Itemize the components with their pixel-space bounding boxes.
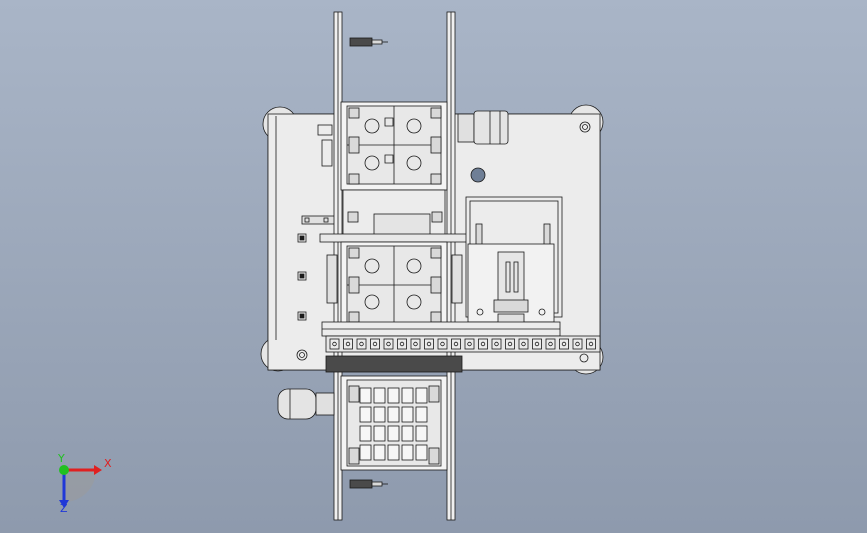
grid-tray-pocket (415, 444, 428, 461)
cable-chain-link (559, 338, 569, 350)
cable-chain-link (451, 338, 461, 350)
cable-chain-link (586, 338, 596, 350)
cable-chain-pin (534, 341, 540, 347)
middle-frame[interactable] (342, 189, 446, 239)
upper-fixture-tray[interactable] (340, 101, 448, 191)
cable-chain-link (464, 338, 475, 350)
axis-y-label: Y (57, 452, 65, 465)
cable-chain-pin (440, 341, 445, 347)
top-sensor[interactable] (349, 37, 388, 47)
cable-chain-link (572, 338, 583, 350)
cable-chain-pin (413, 341, 418, 347)
grid-tray-pocket (359, 425, 372, 442)
cable-chain-pin (588, 341, 594, 347)
cable-chain-link (424, 338, 434, 350)
coordinate-triad: Y X Z (44, 450, 124, 520)
bottom-motor[interactable] (277, 388, 335, 420)
cable-chain-link (491, 338, 502, 350)
bottom-sensor[interactable] (349, 479, 388, 489)
cable-chain-pin (332, 341, 337, 347)
cable-chain-pin (386, 341, 391, 347)
cable-chain-pin (575, 341, 580, 347)
triad-axes: Y (57, 452, 102, 508)
axis-x-arrowhead (94, 465, 102, 475)
cable-chain-pin (507, 341, 513, 347)
cable-chain-link (343, 338, 353, 350)
linear-rail[interactable] (321, 321, 561, 337)
cable-chain-link (370, 338, 380, 350)
cable-chain-link (545, 338, 556, 350)
axis-y-origin (59, 465, 69, 475)
cable-chain-link (397, 338, 407, 350)
grid-tray-pocket (373, 387, 386, 404)
top-motor[interactable] (457, 110, 509, 183)
grid-tray-pocket (401, 425, 414, 442)
cable-chain-pin (467, 341, 472, 347)
cable-chain-pin (548, 341, 553, 347)
cable-chain-link (410, 338, 421, 350)
triad-quadrant (64, 470, 96, 502)
grid-tray-pocket (415, 387, 428, 404)
grid-tray-pocket (387, 425, 400, 442)
cable-chain-pin (426, 341, 432, 347)
grid-tray-pocket (359, 406, 372, 423)
left-side-panel[interactable] (275, 116, 337, 340)
cable-chain-link (478, 338, 488, 350)
grid-tray-pocket (373, 444, 386, 461)
cable-chain-link (356, 338, 367, 350)
cross-bar[interactable] (319, 233, 479, 243)
cable-chain-pin (453, 341, 459, 347)
lower-fixture-tray[interactable] (326, 241, 463, 329)
cable-chain-pin (359, 341, 364, 347)
cable-chain-link (532, 338, 542, 350)
grid-tray-pocket (401, 406, 414, 423)
grid-tray-pocket (401, 387, 414, 404)
grid-tray-pocket (415, 425, 428, 442)
bottom-grid-tray[interactable] (340, 375, 448, 471)
grid-tray-pocket (373, 425, 386, 442)
cable-chain-link (437, 338, 448, 350)
grid-tray-pocket (359, 387, 372, 404)
cable-chain-pin (561, 341, 567, 347)
divider-strip[interactable] (325, 355, 463, 373)
axis-x-label: X (104, 457, 112, 470)
grid-tray-pocket (415, 406, 428, 423)
cable-chain-pin (480, 341, 486, 347)
cable-chain[interactable] (325, 335, 601, 353)
cable-chain-pin (399, 341, 405, 347)
grid-tray-pocket (373, 406, 386, 423)
cable-chain-pin (494, 341, 499, 347)
cable-chain-link (518, 338, 529, 350)
cable-chain-pin (372, 341, 378, 347)
grid-tray-pocket (387, 406, 400, 423)
grid-tray-pocket (401, 444, 414, 461)
cable-chain-pin (521, 341, 526, 347)
axis-z-label: Z (60, 502, 68, 515)
cable-chain-pin (345, 341, 351, 347)
grid-tray-pocket (387, 444, 400, 461)
axis-z-arrowhead (59, 500, 69, 508)
grid-tray-pocket (387, 387, 400, 404)
cable-chain-link (505, 338, 515, 350)
grid-tray-pocket (359, 444, 372, 461)
cable-chain-link (383, 338, 394, 350)
cable-chain-link (329, 338, 340, 350)
